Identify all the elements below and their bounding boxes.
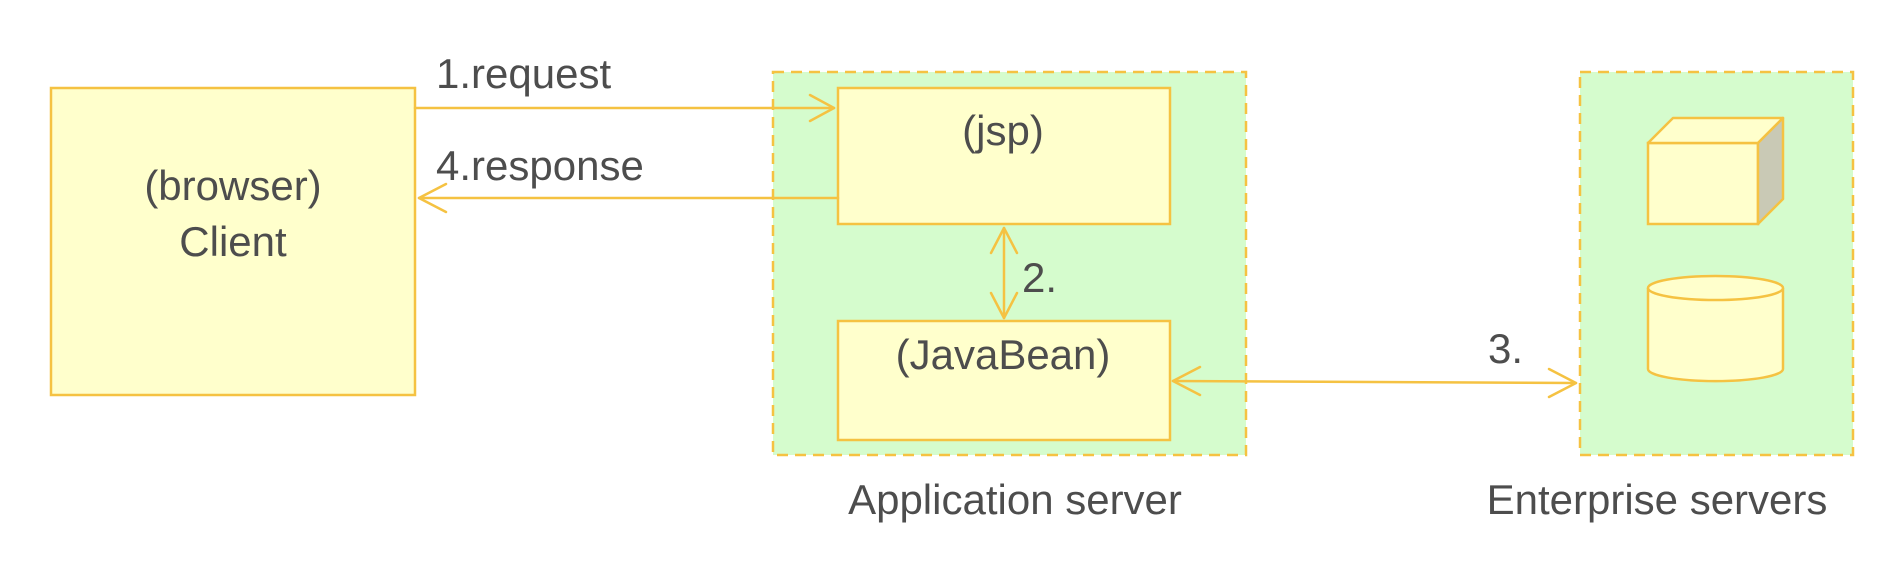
bean-enterprise-arrow	[1171, 365, 1578, 399]
jsp-bean-arrow	[989, 226, 1019, 320]
server-cube-icon	[1646, 116, 1785, 226]
response-label: 4.response	[436, 142, 644, 189]
javabean-box	[836, 319, 1172, 442]
javabean-label: (JavaBean)	[896, 331, 1111, 378]
application-server-node: (jsp) (JavaBean) Application server	[771, 70, 1248, 523]
response-arrow	[417, 182, 840, 214]
jsp-box	[836, 86, 1172, 226]
application-server-label: Application server	[848, 476, 1182, 523]
client-box	[49, 86, 417, 397]
request-label: 1.request	[436, 50, 611, 97]
enterprise-servers-label: Enterprise servers	[1487, 476, 1828, 523]
database-icon	[1646, 274, 1785, 383]
jsp-label: (jsp)	[962, 107, 1044, 154]
step3-label: 3.	[1488, 325, 1523, 372]
step2-label: 2.	[1022, 254, 1057, 301]
client-type-label: (browser)	[144, 162, 321, 209]
arrows	[413, 93, 1578, 399]
client-label: Client	[179, 218, 287, 265]
enterprise-servers-node: Enterprise servers	[1487, 70, 1855, 523]
request-arrow	[413, 93, 836, 123]
client-node: (browser) Client	[49, 86, 417, 397]
